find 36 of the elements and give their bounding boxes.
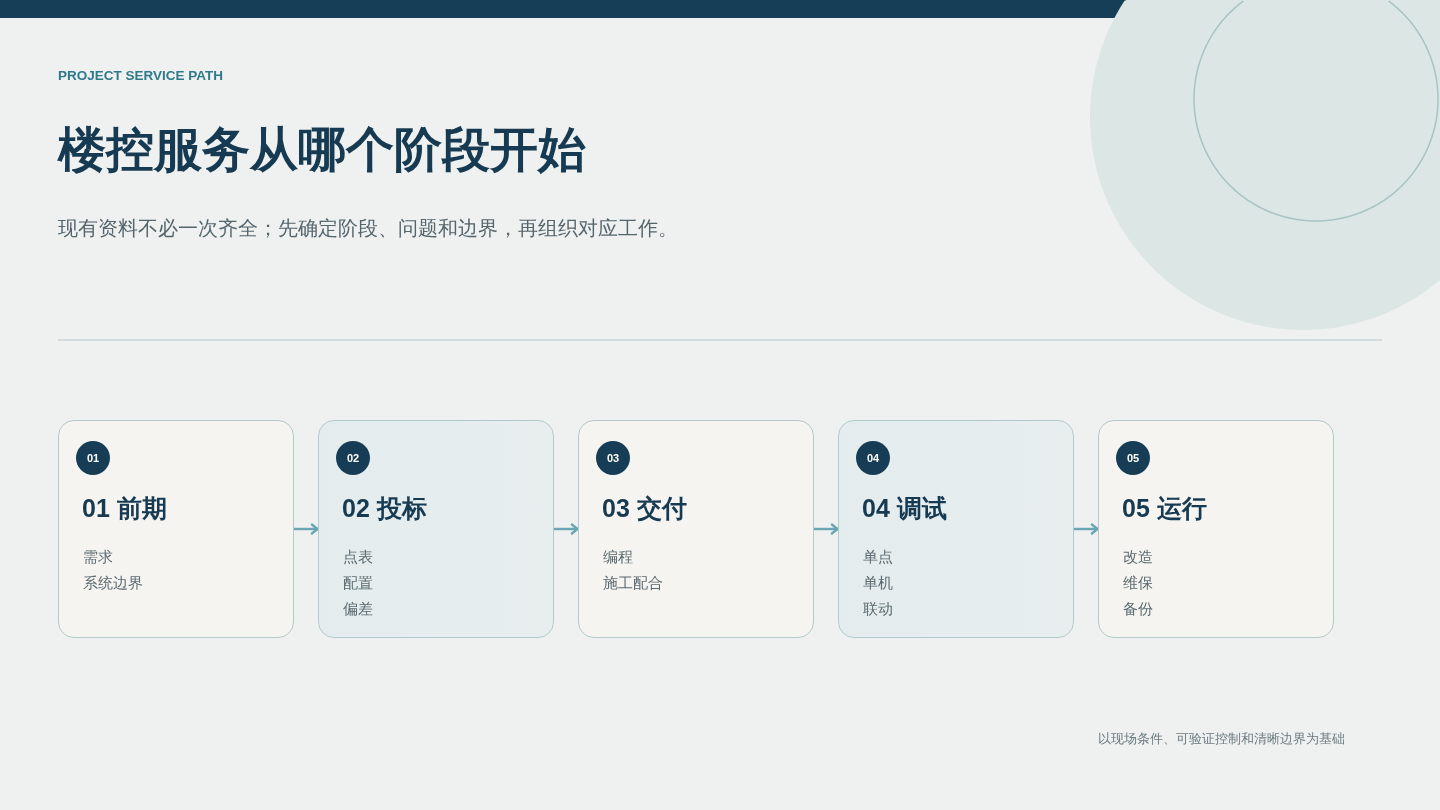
stage-task: 系统边界 [83, 573, 143, 593]
stage-card [838, 420, 1074, 638]
stage-task: 维保 [1123, 573, 1153, 593]
stage-task: 改造 [1123, 547, 1153, 567]
stage-title: 02 投标 [342, 493, 427, 524]
stage-title: 03 交付 [602, 493, 687, 524]
subtitle-text: 现有资料不必一次齐全；先确定阶段、问题和边界，再组织对应工作。 [58, 216, 678, 241]
step-number: 02 [336, 441, 370, 475]
eyebrow-text: PROJECT SERVICE PATH [58, 67, 224, 85]
stage-task: 编程 [603, 547, 633, 567]
arrow [554, 523, 579, 535]
stage-task: 备份 [1123, 599, 1153, 619]
stage-task: 点表 [343, 547, 373, 567]
stage-task: 单机 [863, 573, 893, 593]
footer-note: 以现场条件、可验证控制和清晰边界为基础 [1098, 730, 1345, 748]
stage-task: 需求 [83, 547, 113, 567]
stage-card [578, 420, 814, 638]
stage-task: 单点 [863, 547, 893, 567]
arrow [294, 523, 319, 535]
arrow [1074, 523, 1099, 535]
stage-card [1098, 420, 1334, 638]
step-number: 03 [596, 441, 630, 475]
stage-title: 05 运行 [1122, 493, 1207, 524]
stage-title: 04 调试 [862, 493, 947, 524]
arrow [814, 523, 839, 535]
step-number: 05 [1116, 441, 1150, 475]
step-number: 01 [76, 441, 110, 475]
stage-task: 偏差 [343, 599, 373, 619]
stage-card [318, 420, 554, 638]
stage-task: 联动 [863, 599, 893, 619]
stage-card [58, 420, 294, 638]
step-number: 04 [856, 441, 890, 475]
stage-task: 配置 [343, 573, 373, 593]
stage-task: 施工配合 [603, 573, 663, 593]
page-title: 楼控服务从哪个阶段开始 [58, 122, 586, 178]
stage-title: 01 前期 [82, 493, 167, 524]
